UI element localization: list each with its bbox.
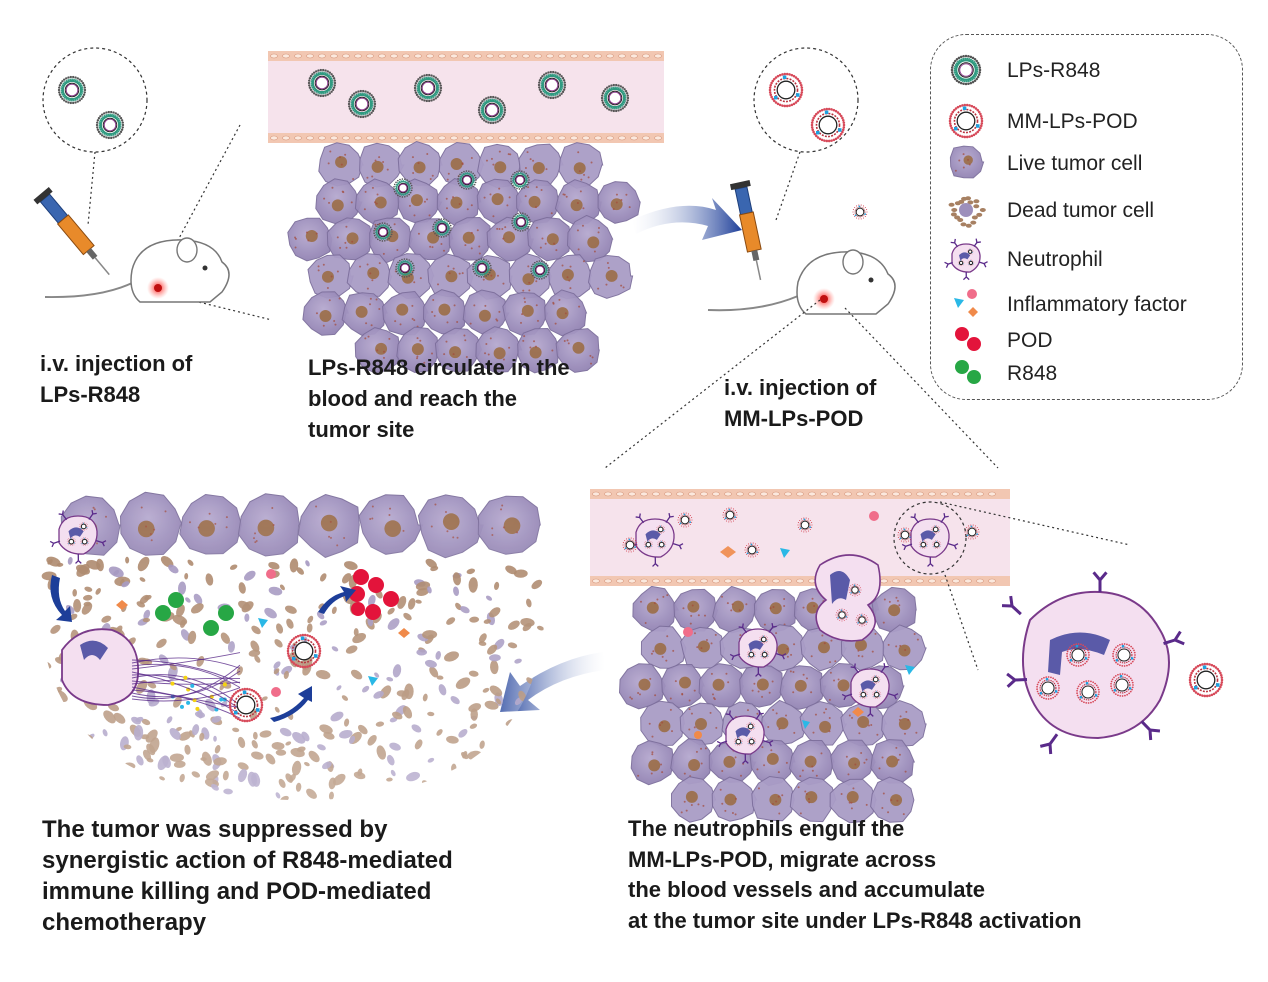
legend-label-dead-tumor-cell: Dead tumor cell <box>1007 199 1155 222</box>
syringe-icon <box>729 180 762 281</box>
pod-icon <box>955 327 981 351</box>
legend-label-live-tumor-cell: Live tumor cell <box>1007 152 1143 175</box>
mouse-icon <box>707 249 896 315</box>
mm-lps-pod-particle <box>810 107 846 143</box>
lps-r848-particle <box>511 212 531 232</box>
mm-lps-pod-particle <box>1110 673 1134 697</box>
legend-label-neutrophil: Neutrophil <box>1007 248 1103 271</box>
lps-r848-particle <box>373 222 393 242</box>
mm-lps-pod-particle <box>964 524 980 540</box>
mouse-icon <box>44 237 230 303</box>
neutrophil-cell <box>49 509 107 564</box>
mm-lps-pod-particle <box>1188 662 1224 698</box>
lps-r848-particle <box>530 260 550 280</box>
neutrophil-zoom <box>1001 571 1224 755</box>
lps-r848-particle <box>600 83 630 113</box>
mm-lps-pod-particle <box>848 583 862 597</box>
arrow-icon <box>500 652 605 712</box>
mm-lps-pod-particle <box>677 512 693 528</box>
lps-r848-particle <box>393 178 413 198</box>
lps-r848-particle <box>95 110 125 140</box>
mm-lps-pod-particle <box>286 633 322 669</box>
neutrophil-icon <box>944 238 988 281</box>
pod-cluster <box>349 569 399 620</box>
blood-vessel-top <box>268 51 664 143</box>
neutrophil-cell <box>901 512 959 567</box>
arrow-icon <box>632 198 742 240</box>
arrow-icon <box>318 586 356 614</box>
lps-r848-particle <box>307 68 337 98</box>
lps-r848-particle <box>432 218 452 238</box>
mm-lps-pod-particle <box>1066 643 1090 667</box>
mm-lps-pod-icon <box>948 103 984 139</box>
neutrophil-cell <box>716 709 774 764</box>
mm-lps-pod-particle <box>897 527 913 543</box>
mm-lps-pod-particle <box>622 537 638 553</box>
dotted-leader <box>169 124 241 256</box>
caption-injection-lps: i.v. injection of LPs-R848 <box>40 351 193 407</box>
mm-lps-pod-particle <box>855 613 869 627</box>
legend-label-mm-lps-pod: MM-LPs-POD <box>1007 110 1138 133</box>
lps-r848-particle <box>537 70 567 100</box>
mm-lps-pod-particle <box>768 72 804 108</box>
mm-lps-pod-particle <box>228 687 264 723</box>
lps-r848-particle <box>457 170 477 190</box>
caption-suppression: The tumor was suppressed by synergistic … <box>42 816 453 936</box>
caption-neutrophil-migration: The neutrophils engulf the MM-LPs-POD, m… <box>628 816 1082 933</box>
panel-suppression <box>40 490 545 800</box>
mm-lps-pod-particle <box>1036 676 1060 700</box>
tumor-mass-1 <box>287 140 641 374</box>
lps-r848-particle <box>472 258 492 278</box>
dead-tumor-cell-icon <box>948 196 986 228</box>
r848-cluster <box>155 592 234 636</box>
legend-label-lps-r848: LPs-R848 <box>1007 59 1101 82</box>
panel-injection-mm <box>604 47 999 469</box>
lps-r848-particle <box>510 170 530 190</box>
syringe-icon <box>33 186 110 276</box>
mm-lps-pod-particle <box>797 517 813 533</box>
live-tumor-cell-icon <box>949 145 985 179</box>
zoom-circle-lps <box>42 47 148 153</box>
lps-r848-particle <box>57 75 87 105</box>
dotted-leader <box>87 151 96 226</box>
lps-r848-particle <box>477 95 507 125</box>
panel-injection-lps <box>33 47 273 321</box>
caption-injection-mm: i.v. injection of MM-LPs-POD <box>724 375 877 431</box>
inflammatory-factor-icon <box>954 289 978 317</box>
caption-circulation: LPs-R848 circulate in the blood and reac… <box>308 355 570 442</box>
legend-label-r848: R848 <box>1007 362 1058 385</box>
arrow-icon <box>50 575 72 622</box>
legend-label-pod: POD <box>1007 329 1053 352</box>
panel-circulation <box>268 51 664 374</box>
panel-neutrophil-migration <box>590 489 1224 824</box>
mm-lps-pod-particle <box>744 542 760 558</box>
mm-lps-pod-particle <box>1112 643 1136 667</box>
mm-lps-pod-particle <box>1076 680 1100 704</box>
mm-lps-pod-particle <box>835 608 849 622</box>
legend-label-inflammatory-factor: Inflammatory factor <box>1007 293 1187 316</box>
arrow-icon <box>270 686 312 722</box>
mm-lps-pod-particle <box>852 204 868 220</box>
mm-lps-pod-particle <box>722 507 738 523</box>
zoom-circle-mm <box>753 47 859 153</box>
lps-r848-particle <box>395 258 415 278</box>
legend: LPs-R848 MM-LPs-POD Live tumor cell Dead… <box>930 34 1243 400</box>
lps-r848-particle <box>347 89 377 119</box>
neutrophil-cell <box>841 662 899 717</box>
lps-r848-particle <box>413 73 443 103</box>
neutrophil-cell <box>729 622 787 677</box>
